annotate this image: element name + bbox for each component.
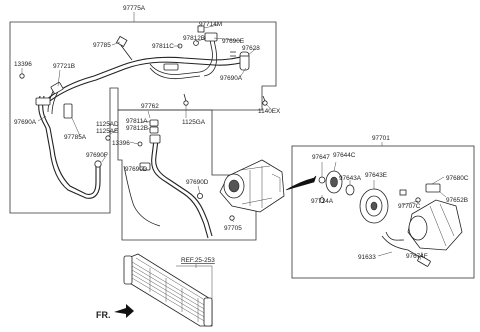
label-97652B: 97652B (446, 197, 468, 204)
label-97647: 97647 (312, 154, 330, 161)
label-97643A: 97643A (339, 175, 362, 182)
discharge-hose (105, 119, 213, 239)
compressor-clutch-kit (318, 170, 463, 267)
fr-label: FR. (96, 310, 111, 320)
label-97701: 97701 (372, 135, 390, 142)
label-97714A: 97714A (311, 198, 334, 205)
label-97690E: 97690E (222, 38, 244, 45)
label-97812B-top: 97812B (183, 35, 205, 42)
suction-hose (45, 32, 268, 106)
label-1125AD: 1125AD (96, 121, 119, 128)
ref-label: REF.25-253 (181, 257, 215, 264)
label-91633: 91633 (358, 254, 376, 261)
service-valve-fittings (177, 25, 205, 49)
label-1125GA: 1125GA (182, 119, 206, 126)
condenser (123, 253, 213, 327)
label-1125AE: 1125AE (96, 128, 118, 135)
label-97643E: 97643E (365, 172, 387, 179)
discharge-hose-box (117, 109, 257, 241)
label-97674F: 97674F (406, 253, 428, 260)
compressor-kit-box (291, 145, 475, 279)
label-97644C: 97644C (333, 152, 356, 159)
label-97623: 97623 (242, 45, 260, 52)
label-97721B: 97721B (53, 63, 75, 70)
label-97775A: 97775A (123, 5, 146, 12)
label-97705: 97705 (224, 225, 242, 232)
label-1140EX: 1140EX (258, 108, 281, 115)
label-97690D-right: 97690D (186, 179, 209, 186)
detail-arrow (285, 175, 317, 191)
label-13396-mid: 13396 (112, 140, 130, 147)
label-97785A: 97785A (64, 134, 87, 141)
label-97714M: 97714M (199, 21, 222, 28)
label-13396-left: 13396 (14, 61, 32, 68)
label-97762: 97762 (141, 103, 159, 110)
label-97811A: 97811A (126, 118, 148, 125)
label-97707C: 97707C (398, 203, 421, 210)
label-97690A-top: 97690A (220, 75, 243, 82)
label-97680C: 97680C (446, 175, 469, 182)
compressor (219, 159, 285, 221)
label-97690D-mid: 97690D (125, 166, 148, 173)
liquid-line (19, 73, 102, 199)
label-97690F: 97690F (86, 152, 108, 159)
leader-lines (21, 12, 447, 268)
label-97812B-mid: 97812B (126, 125, 148, 132)
front-arrow (114, 304, 134, 318)
label-97785: 97785 (93, 42, 111, 49)
label-97811C: 97811C (152, 43, 174, 50)
label-97690A-left: 97690A (14, 119, 37, 126)
